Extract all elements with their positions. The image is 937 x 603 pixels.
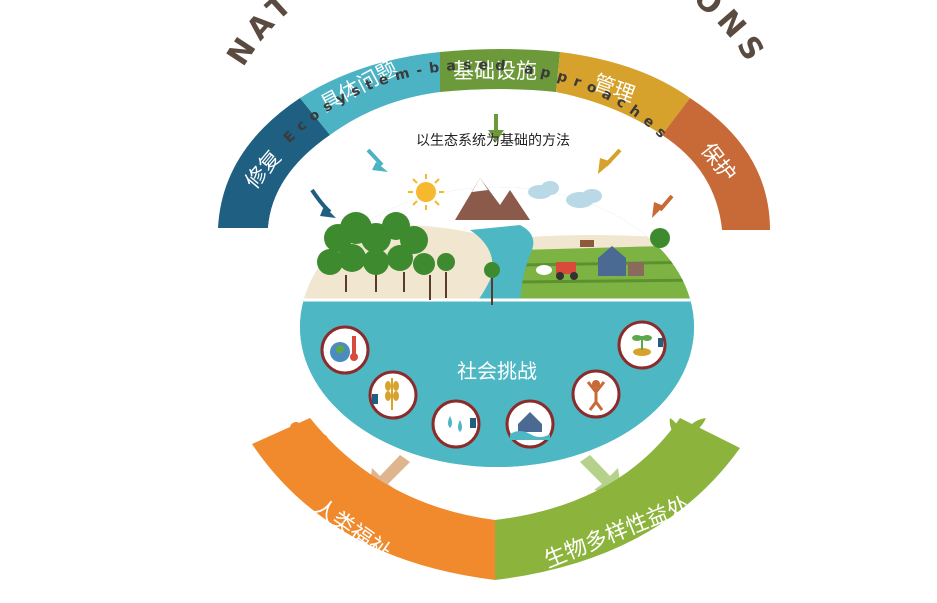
outcome-ribbons [252, 418, 740, 580]
disaster-flood-icon [505, 399, 555, 449]
segment-label-infrastructure: 基础设施 [453, 59, 537, 83]
segment-protection [662, 98, 770, 230]
people-icon [290, 422, 330, 470]
food-security-icon [368, 370, 418, 420]
climate-thermometer-icon [320, 325, 370, 375]
segment-issue-specific [300, 52, 440, 135]
sun-icon [408, 174, 444, 210]
center-label: 以生态系统为基础的方法 [416, 132, 570, 149]
ribbon-arrows [310, 114, 674, 218]
outcome-ribbon-human-wellbeing [252, 418, 495, 580]
human-health-icon [571, 369, 621, 419]
farm [536, 228, 670, 280]
segment-infrastructure [440, 49, 560, 92]
cloud-icon [528, 181, 602, 208]
ribbon-arch [218, 49, 770, 230]
segment-restoration [218, 98, 330, 228]
challenge-icons [320, 320, 667, 449]
forest [317, 212, 500, 278]
mountain [455, 178, 530, 220]
segment-management [556, 52, 690, 135]
leaf-icon [669, 418, 706, 448]
outcome-ribbon-biodiversity [495, 418, 740, 580]
societal-challenges-label: 社会挑战 [457, 359, 537, 383]
economic-growth-icon [617, 320, 667, 370]
water-security-icon [431, 399, 481, 449]
